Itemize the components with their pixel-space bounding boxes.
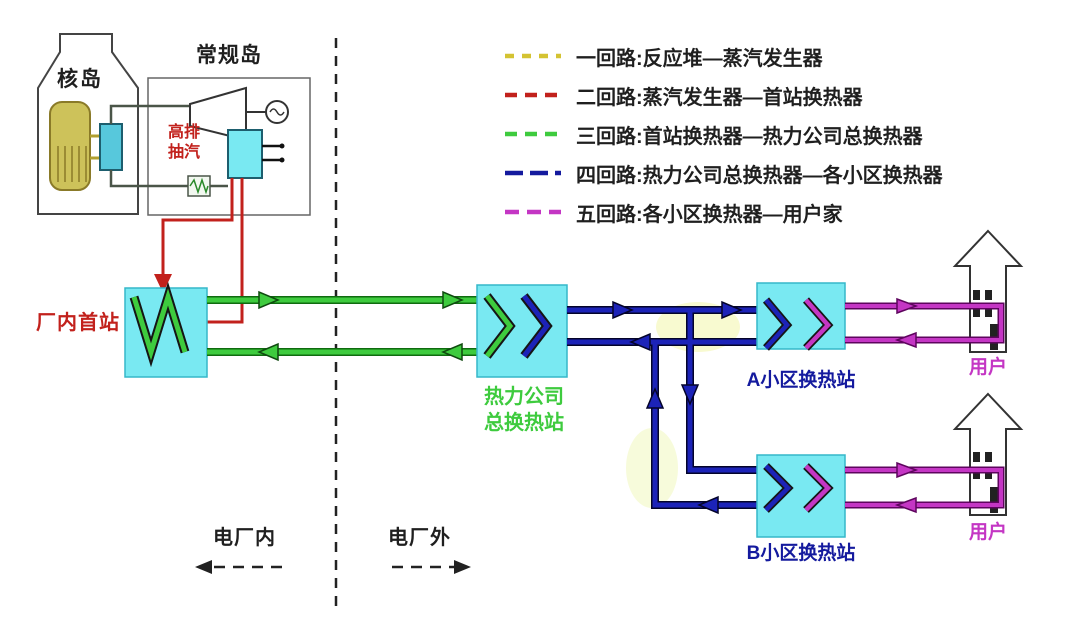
- outside-plant-arrow: [392, 560, 471, 574]
- legend-item: 一回路:反应堆—蒸汽发生器: [504, 44, 943, 70]
- conventional-island-box: [147, 77, 311, 216]
- main-station-label-line2: 总换热站: [484, 412, 564, 434]
- extraction-steam-label-line1: 高排: [168, 124, 201, 141]
- reactor-vessel: [49, 101, 91, 191]
- user-a-label: 用户: [968, 357, 1007, 378]
- house-a: [952, 229, 1024, 353]
- generator: [246, 100, 289, 124]
- inline-heat-exchanger: [187, 175, 211, 197]
- legend-label-loop5: 五回路:各小区换热器—用户家: [576, 203, 843, 226]
- extraction-steam-label: 高排 抽汽: [168, 123, 200, 163]
- navy-loop-pipes: [567, 300, 757, 515]
- primary-loop-pipes: [90, 134, 100, 160]
- legend-dash-loop4-icon: [505, 170, 561, 176]
- main-station-label: 热力公司 总换热站: [468, 384, 580, 436]
- legend-dash-loop2-icon: [505, 92, 561, 98]
- station-b-box: [756, 454, 846, 538]
- first-station-box: [124, 281, 208, 378]
- nuclear-island-label: 核岛: [57, 68, 103, 91]
- outside-plant-label: 电厂外: [388, 527, 451, 549]
- inside-plant-label: 电厂内: [213, 527, 276, 549]
- background-blobs: [626, 302, 740, 508]
- extraction-steam-label-line2: 抽汽: [168, 144, 201, 161]
- first-station-label: 厂内首站: [36, 312, 120, 334]
- conventional-island-label: 常规岛: [196, 44, 262, 67]
- house-b: [952, 392, 1024, 516]
- station-a-box: [756, 282, 846, 351]
- legend: 一回路:反应堆—蒸汽发生器 二回路:蒸汽发生器—首站换热器 三回路:首站换热器—…: [504, 44, 943, 226]
- legend-label-loop1: 一回路:反应堆—蒸汽发生器: [576, 47, 823, 70]
- legend-dash-loop5-icon: [505, 209, 561, 215]
- legend-item: 五回路:各小区换热器—用户家: [504, 200, 943, 226]
- magenta-loop-pipes-b: [845, 461, 1005, 514]
- user-b-label: 用户: [968, 522, 1007, 543]
- inside-plant-arrow: [195, 560, 282, 574]
- legend-label-loop4: 四回路:热力公司总换热器—各小区换热器: [576, 164, 943, 187]
- green-loop-pipes: [207, 290, 477, 362]
- legend-label-loop2: 二回路:蒸汽发生器—首站换热器: [576, 86, 863, 109]
- legend-dash-loop1-icon: [505, 53, 561, 59]
- steam-generator: [99, 123, 123, 171]
- main-station-box: [476, 284, 568, 378]
- magenta-loop-pipes-a: [845, 297, 1005, 349]
- secondary-steam-pipes: [109, 104, 228, 188]
- red-loop-pipes: [154, 178, 244, 324]
- station-a-label: A小区换热站: [746, 370, 856, 391]
- legend-item: 二回路:蒸汽发生器—首站换热器: [504, 83, 943, 109]
- condenser: [227, 129, 285, 179]
- station-b-label: B小区换热站: [746, 543, 856, 564]
- legend-dash-loop3-icon: [505, 131, 561, 137]
- main-station-label-line1: 热力公司: [484, 386, 564, 408]
- nuclear-island-building: [37, 33, 139, 215]
- legend-label-loop3: 三回路:首站换热器—热力公司总换热器: [576, 125, 923, 148]
- legend-item: 四回路:热力公司总换热器—各小区换热器: [504, 161, 943, 187]
- legend-item: 三回路:首站换热器—热力公司总换热器: [504, 122, 943, 148]
